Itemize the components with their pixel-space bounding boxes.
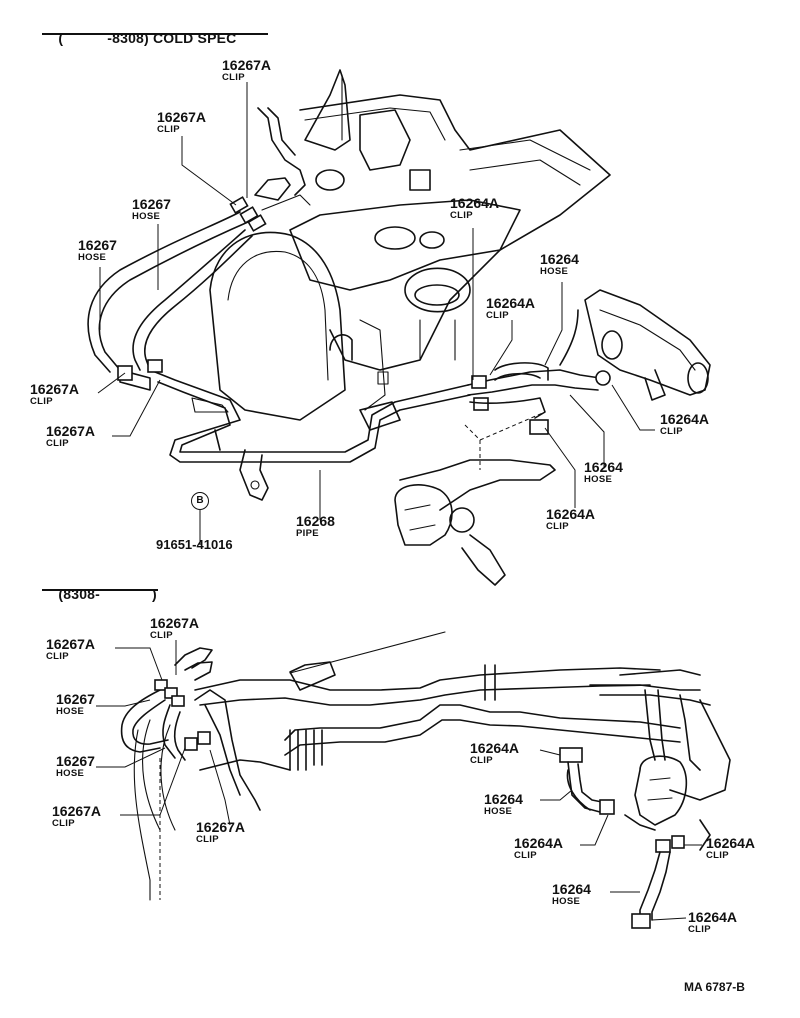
part-name: CLIP	[46, 651, 69, 662]
part-number: 16264	[484, 791, 523, 807]
callout-bottom-clip-6: 16264A CLIP	[514, 836, 563, 861]
callout-bottom-clip-5: 16264A CLIP	[470, 741, 519, 766]
callout-top-hose-1: 16267 HOSE	[132, 197, 171, 222]
part-number: 16268	[296, 513, 335, 529]
part-name: CLIP	[30, 396, 53, 407]
bolt-part-number: 91651-41016	[156, 537, 233, 552]
part-number: 16267A	[46, 636, 96, 652]
top-pipe-16268	[117, 359, 471, 501]
part-number: 16264A	[546, 506, 596, 522]
bottom-leader-lines	[96, 640, 702, 921]
callout-bottom-clip-3: 16267A CLIP	[52, 804, 101, 829]
part-name: CLIP	[46, 438, 69, 449]
part-name: HOSE	[552, 896, 581, 907]
section-header-top-open: (	[58, 30, 64, 46]
top-hoses-16267	[87, 196, 267, 373]
callout-top-hose-4: 16264 HOSE	[584, 460, 623, 485]
part-number: 16264A	[470, 740, 520, 756]
top-leader-lines	[97, 82, 655, 545]
part-name: CLIP	[470, 755, 493, 766]
part-name: CLIP	[660, 426, 683, 437]
part-number: 16267A	[150, 615, 200, 631]
section-header-bottom-underline	[42, 589, 158, 591]
callout-bottom-clip-2: 16267A CLIP	[150, 616, 199, 641]
part-name: HOSE	[78, 252, 107, 263]
part-number: 16267	[56, 691, 95, 707]
section-header-bottom-close: )	[152, 586, 157, 602]
part-name: CLIP	[514, 850, 537, 861]
callout-top-pipe: 16268 PIPE	[296, 514, 335, 539]
part-number: 16264A	[486, 295, 536, 311]
bottom-engine-body	[133, 631, 681, 901]
bolt-b-symbol: B	[191, 492, 209, 510]
part-name: PIPE	[296, 528, 319, 539]
part-name: CLIP	[546, 521, 569, 532]
callout-bottom-clip-7: 16264A CLIP	[706, 836, 755, 861]
part-name: HOSE	[56, 706, 85, 717]
figure-reference-code: MA 6787-B	[684, 980, 745, 994]
top-engine-body	[209, 69, 611, 421]
part-number: 16264A	[660, 411, 710, 427]
part-name: HOSE	[540, 266, 569, 277]
part-number: 16264A	[706, 835, 756, 851]
callout-bottom-hose-2: 16267 HOSE	[56, 754, 95, 779]
callout-top-clip-1: 16267A CLIP	[222, 58, 271, 83]
callout-bottom-clip-1: 16267A CLIP	[46, 637, 95, 662]
part-number: 16267A	[52, 803, 102, 819]
section-header-bottom: (8308-)	[42, 570, 157, 618]
part-number: 16267	[56, 753, 95, 769]
callout-bottom-hose-1: 16267 HOSE	[56, 692, 95, 717]
callout-bottom-clip-4: 16267A CLIP	[196, 820, 245, 845]
part-name: CLIP	[157, 124, 180, 135]
part-name: HOSE	[584, 474, 613, 485]
section-header-top-underline	[42, 33, 268, 35]
top-hoses-16264	[394, 289, 711, 586]
part-number: 16264	[540, 251, 579, 267]
part-name: CLIP	[222, 72, 245, 83]
part-number: 16267A	[222, 57, 272, 73]
callout-top-hose-2: 16267 HOSE	[78, 238, 117, 263]
callout-top-clip-4: 16267A CLIP	[46, 424, 95, 449]
part-number: 16267A	[46, 423, 96, 439]
callout-top-clip-8: 16264A CLIP	[546, 507, 595, 532]
part-number: 16267	[78, 237, 117, 253]
part-number: 16267A	[157, 109, 207, 125]
part-name: CLIP	[688, 924, 711, 935]
callout-top-clip-3: 16267A CLIP	[30, 382, 79, 407]
part-number: 16264	[584, 459, 623, 475]
callout-bottom-clip-8: 16264A CLIP	[688, 910, 737, 935]
part-name: CLIP	[52, 818, 75, 829]
callout-top-clip-5: 16264A CLIP	[450, 196, 499, 221]
callout-bottom-hose-3: 16264 HOSE	[484, 792, 523, 817]
part-number: 16264	[552, 881, 591, 897]
part-number: 16264A	[450, 195, 500, 211]
part-name: HOSE	[484, 806, 513, 817]
callout-top-clip-2: 16267A CLIP	[157, 110, 206, 135]
part-number: 16264A	[688, 909, 738, 925]
part-name: HOSE	[132, 211, 161, 222]
part-name: CLIP	[486, 310, 509, 321]
part-number: 16267A	[30, 381, 80, 397]
part-number: 16264A	[514, 835, 564, 851]
callout-top-hose-3: 16264 HOSE	[540, 252, 579, 277]
part-number: 16267A	[196, 819, 246, 835]
part-name: CLIP	[706, 850, 729, 861]
callout-top-clip-7: 16264A CLIP	[660, 412, 709, 437]
part-name: CLIP	[450, 210, 473, 221]
part-number: 16267	[132, 196, 171, 212]
callout-bottom-hose-4: 16264 HOSE	[552, 882, 591, 907]
section-header-top: (-8308) COLD SPEC	[42, 14, 236, 62]
bottom-hoses-16267	[120, 647, 213, 761]
callout-top-clip-6: 16264A CLIP	[486, 296, 535, 321]
part-name: CLIP	[196, 834, 219, 845]
part-name: CLIP	[150, 630, 173, 641]
part-name: HOSE	[56, 768, 85, 779]
bottom-hoses-16264	[559, 669, 731, 929]
